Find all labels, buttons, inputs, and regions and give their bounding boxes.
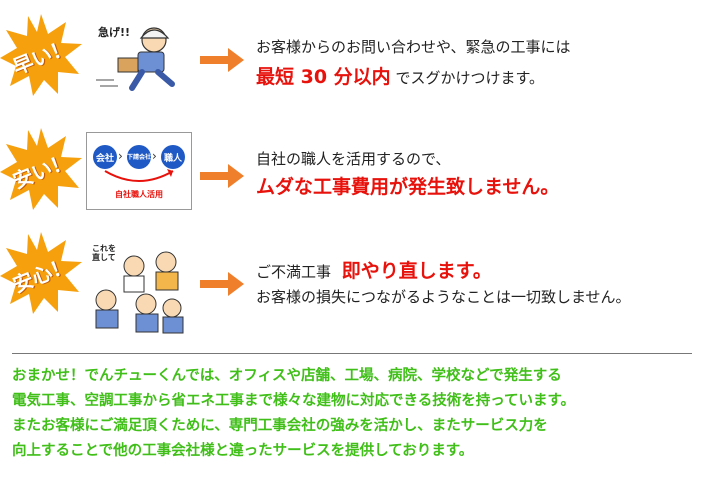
feature-reliable: 安心！ これを直して ご不満工事 即やり直します。 お客様の損失につながるような…	[0, 224, 720, 334]
bypass-arrow-icon	[104, 169, 174, 182]
diagram-chevron-icon: ›	[118, 149, 123, 163]
organization-diagram: 会社 › 下請会社 › 職人 自社職人活用	[86, 132, 192, 210]
burst-badge-cheap: 安い！	[0, 128, 82, 210]
fast-line-2: 最短 30 分以内 でスグかけつけます。	[256, 62, 544, 89]
diagram-company: 会社	[93, 145, 117, 169]
diagram-craftsman: 職人	[161, 145, 185, 169]
footer-description: おまかせ！でんチューくんでは、オフィスや店舗、工場、病院、学校などで発生する 電…	[12, 364, 712, 464]
arrow-icon	[200, 164, 244, 188]
footer-line: 電気工事、空調工事から省エネ工事まで様々な建物に対応できる技術を持っています。	[12, 393, 576, 409]
starburst-icon	[0, 128, 82, 210]
speech-text: これを直して	[92, 244, 116, 262]
arrow-icon	[200, 48, 244, 72]
fast-highlight: 最短 30 分以内	[256, 66, 391, 88]
reliable-highlight: 即やり直します。	[341, 260, 492, 282]
running-worker-illustration: 急げ!!	[92, 18, 184, 94]
diagram-chevron-icon: ›	[152, 149, 157, 163]
fast-line-2-rest: でスグかけつけます。	[395, 69, 544, 87]
reliable-line-1: ご不満工事 即やり直します。	[256, 256, 492, 283]
starburst-icon	[0, 232, 82, 314]
diagram-subcontractor: 下請会社	[127, 145, 151, 169]
reliable-line-1-plain: ご不満工事	[256, 263, 332, 281]
cheap-highlight: ムダな工事費用が発生致しません。	[256, 176, 560, 198]
footer-line: またお客様にご満足頂くために、専門工事会社の強みを活かし、またサービス力を	[12, 418, 548, 434]
workers-icon	[95, 251, 184, 334]
diagram-caption: 自社職人活用	[115, 190, 163, 199]
arrow-icon	[200, 272, 244, 296]
worker-icon	[96, 27, 175, 91]
feature-cheap: 安い！ 自社の職人を活用するので、 ムダな工事費用が発生致しません。	[0, 112, 720, 212]
workers-apology-illustration: これを直して	[86, 238, 186, 338]
burst-badge-fast: 早い！	[0, 14, 82, 96]
footer-line: おまかせ！でんチューくんでは、オフィスや店舗、工場、病院、学校などで発生する	[12, 368, 562, 384]
fast-line-1: お客様からのお問い合わせや、緊急の工事には	[256, 38, 571, 56]
divider	[12, 353, 692, 354]
reliable-line-2: お客様の損失につながるようなことは一切致しません。	[256, 288, 631, 306]
speech-text: 急げ!!	[98, 26, 131, 39]
starburst-icon	[0, 14, 82, 96]
feature-fast: 早い！ 急げ!! お客様からのお問い合わせや、緊急の工事には 最短 30 分以内…	[0, 0, 720, 100]
footer-line: 向上することで他の工事会社様と違ったサービスを提供しております。	[12, 443, 474, 459]
cheap-line-1: 自社の職人を活用するので、	[256, 150, 451, 168]
burst-badge-reliable: 安心！	[0, 232, 82, 314]
